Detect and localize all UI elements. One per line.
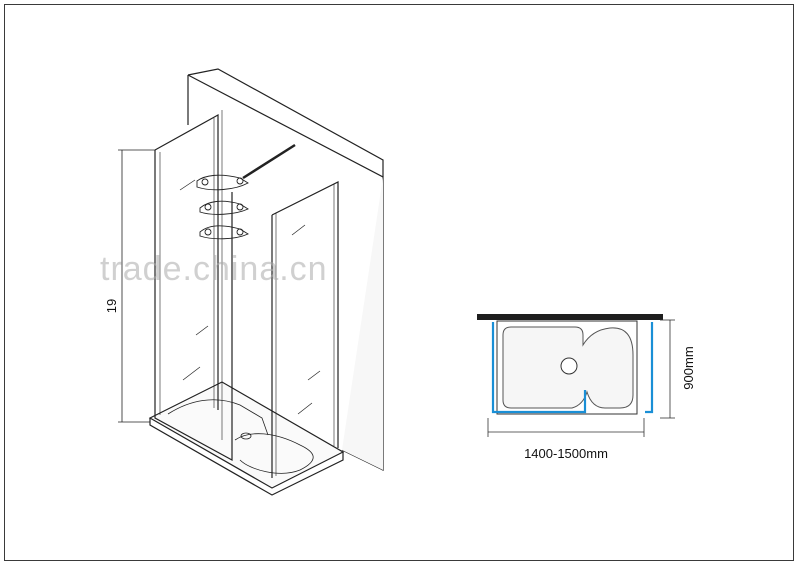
plan-width-label: 1400-1500mm	[524, 446, 608, 461]
corner-shelves	[196, 174, 249, 240]
outer-border	[4, 4, 794, 561]
plan-wall	[477, 314, 663, 320]
plan-glass-left	[491, 322, 587, 414]
height-dimension	[118, 149, 155, 423]
watermark-text: trade.china.cn	[100, 250, 328, 288]
height-label: 19	[104, 299, 119, 313]
plan-view	[477, 314, 675, 437]
plan-glass-panels	[491, 322, 654, 414]
plan-glass-right	[645, 322, 654, 414]
support-bar	[242, 143, 296, 180]
shower-tray	[148, 381, 345, 496]
back-wall	[187, 68, 384, 471]
right-folding-door	[271, 181, 339, 478]
glass-reflections	[179, 179, 321, 415]
plan-depth-label: 900mm	[681, 346, 696, 389]
plan-dimension-lines	[487, 319, 675, 437]
left-glass-panel	[154, 110, 233, 462]
shower-enclosure-isometric	[118, 68, 384, 496]
plan-drain	[560, 357, 578, 375]
